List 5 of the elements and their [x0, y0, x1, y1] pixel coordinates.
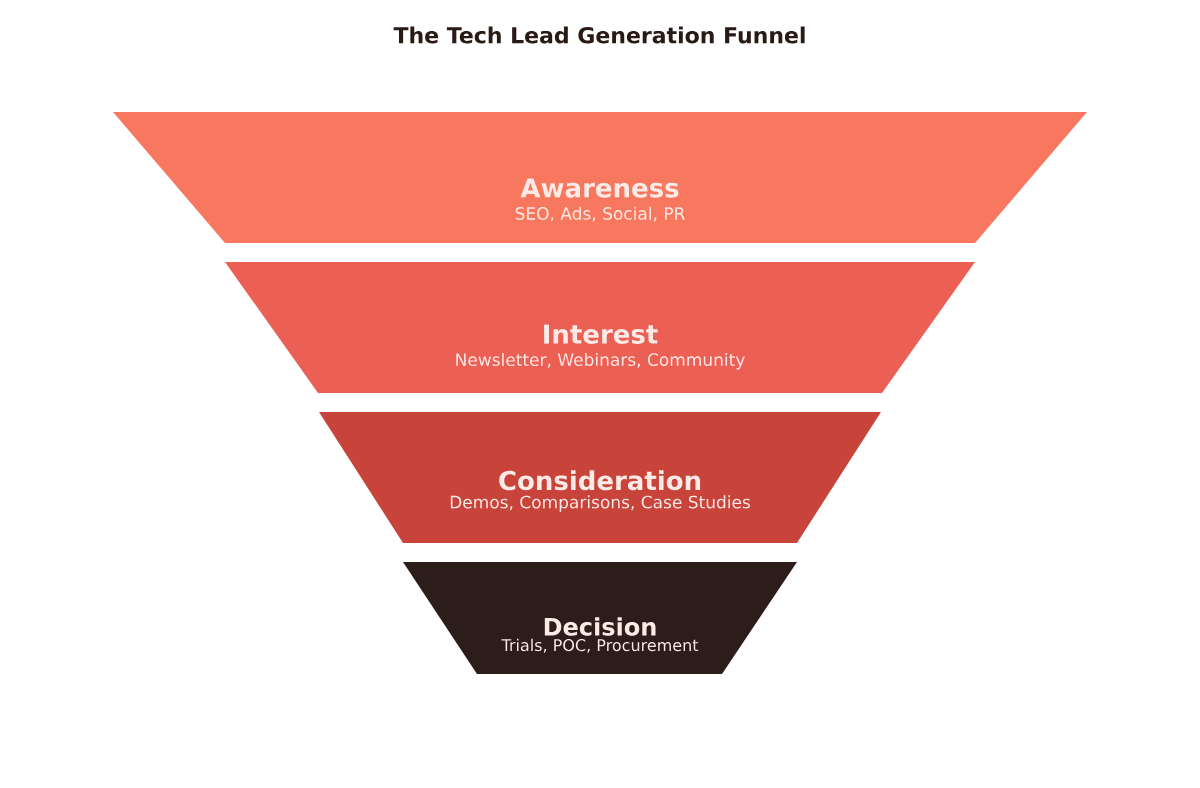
- funnel-stage: Interest Newsletter, Webinars, Community: [225, 262, 975, 393]
- chart-title: The Tech Lead Generation Funnel: [393, 26, 805, 44]
- funnel-stage: Consideration Demos, Comparisons, Case Studies: [319, 412, 881, 543]
- funnel-stage: Awareness SEO, Ads, Social, PR: [113, 112, 1087, 243]
- funnel-stage: Decision Trials, POC, Procurement: [403, 562, 797, 674]
